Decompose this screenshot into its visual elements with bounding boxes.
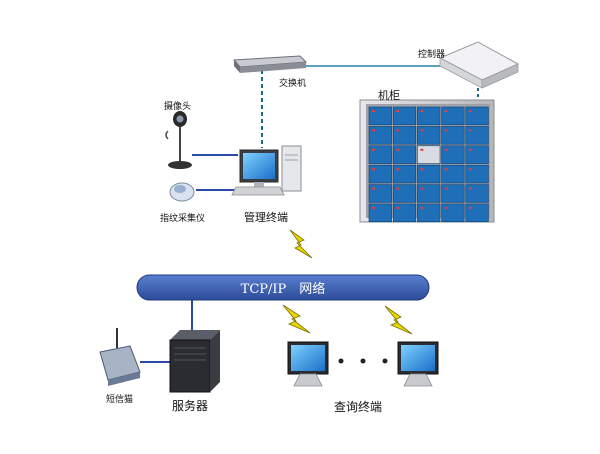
locker-door (465, 164, 489, 184)
locker-indicator (468, 129, 472, 132)
mgmt-terminal-label: 管理终端 (244, 211, 288, 224)
locker-door (465, 126, 489, 145)
network-label: TCP/IP 网络 (241, 281, 326, 297)
locker-indicator (396, 129, 400, 132)
locker-door (441, 164, 465, 184)
locker-door (368, 145, 392, 164)
locker-indicator (420, 148, 424, 151)
lightning-bolt-icon (384, 305, 413, 335)
locker-indicator (396, 187, 400, 190)
fingerprint-label: 指纹采集仪 (160, 214, 206, 224)
locker-indicator (372, 187, 375, 190)
locker-indicator (396, 148, 400, 151)
locker-door (368, 106, 392, 126)
controller-icon (438, 41, 520, 89)
ellipsis-dots (338, 358, 388, 364)
locker-door (417, 145, 441, 164)
locker-indicator (444, 148, 448, 151)
locker-indicator (468, 187, 472, 190)
locker-indicator (420, 168, 424, 171)
locker-indicator (396, 110, 400, 112)
locker-door (441, 145, 465, 164)
locker-door (368, 164, 392, 184)
locker-door (392, 164, 417, 184)
locker-door (368, 203, 392, 223)
fingerprint-scanner-icon (169, 182, 195, 202)
locker-indicator (468, 168, 472, 171)
tcpip-network-bar: TCP/IP 网络 (136, 274, 430, 301)
locker-door (465, 106, 489, 126)
locker-door (465, 203, 489, 223)
locker-door (465, 145, 489, 164)
locker-door (417, 203, 441, 223)
server-tower-icon (169, 330, 220, 393)
locker-door (441, 203, 465, 223)
controller-label: 控制器 (418, 50, 446, 60)
locker-indicator (372, 129, 375, 132)
locker-indicator (444, 129, 448, 132)
monitor-icon (287, 341, 329, 387)
locker-indicator (372, 110, 375, 112)
locker-door (392, 145, 417, 164)
locker-door (392, 184, 417, 203)
locker-cabinet-icon (359, 99, 495, 223)
locker-door (392, 106, 417, 126)
locker-indicator (468, 110, 472, 112)
locker-indicator (372, 168, 375, 171)
webcam-icon (165, 111, 192, 169)
locker-door (441, 126, 465, 145)
locker-door (441, 184, 465, 203)
locker-door (465, 184, 489, 203)
locker-door (392, 203, 417, 223)
locker-indicator (420, 129, 424, 132)
locker-indicator (444, 110, 448, 112)
lightning-bolt-icon (289, 229, 313, 259)
locker-door (368, 184, 392, 203)
switch-icon (232, 55, 308, 73)
locker-indicator (444, 207, 448, 209)
locker-indicator (444, 187, 448, 190)
locker-indicator (420, 110, 424, 112)
query-terminal-label: 查询终端 (334, 400, 383, 414)
cabinet-label: 机柜 (378, 89, 400, 102)
locker-indicator (468, 148, 472, 151)
server-label: 服务器 (172, 399, 209, 413)
desktop-computer-icon (231, 145, 302, 196)
locker-indicator (444, 168, 448, 171)
camera-label: 摄像头 (164, 102, 192, 112)
lightning-bolt-icon (282, 304, 311, 334)
switch-label: 交换机 (279, 79, 307, 89)
locker-door (417, 184, 441, 203)
locker-door (417, 164, 441, 184)
locker-indicator (372, 207, 375, 209)
sms-cat-label: 短信猫 (106, 395, 134, 405)
connection-lines (140, 65, 479, 363)
locker-indicator (396, 168, 400, 171)
locker-indicator (420, 207, 424, 209)
locker-indicator (372, 148, 375, 151)
locker-door (417, 126, 441, 145)
gsm-modem-icon (99, 328, 141, 386)
locker-door (368, 126, 392, 145)
locker-door (392, 126, 417, 145)
locker-indicator (396, 207, 400, 209)
locker-door (441, 106, 465, 126)
locker-door (417, 106, 441, 126)
locker-indicator (468, 207, 472, 209)
locker-indicator (420, 187, 424, 190)
monitor-icon (397, 341, 439, 387)
